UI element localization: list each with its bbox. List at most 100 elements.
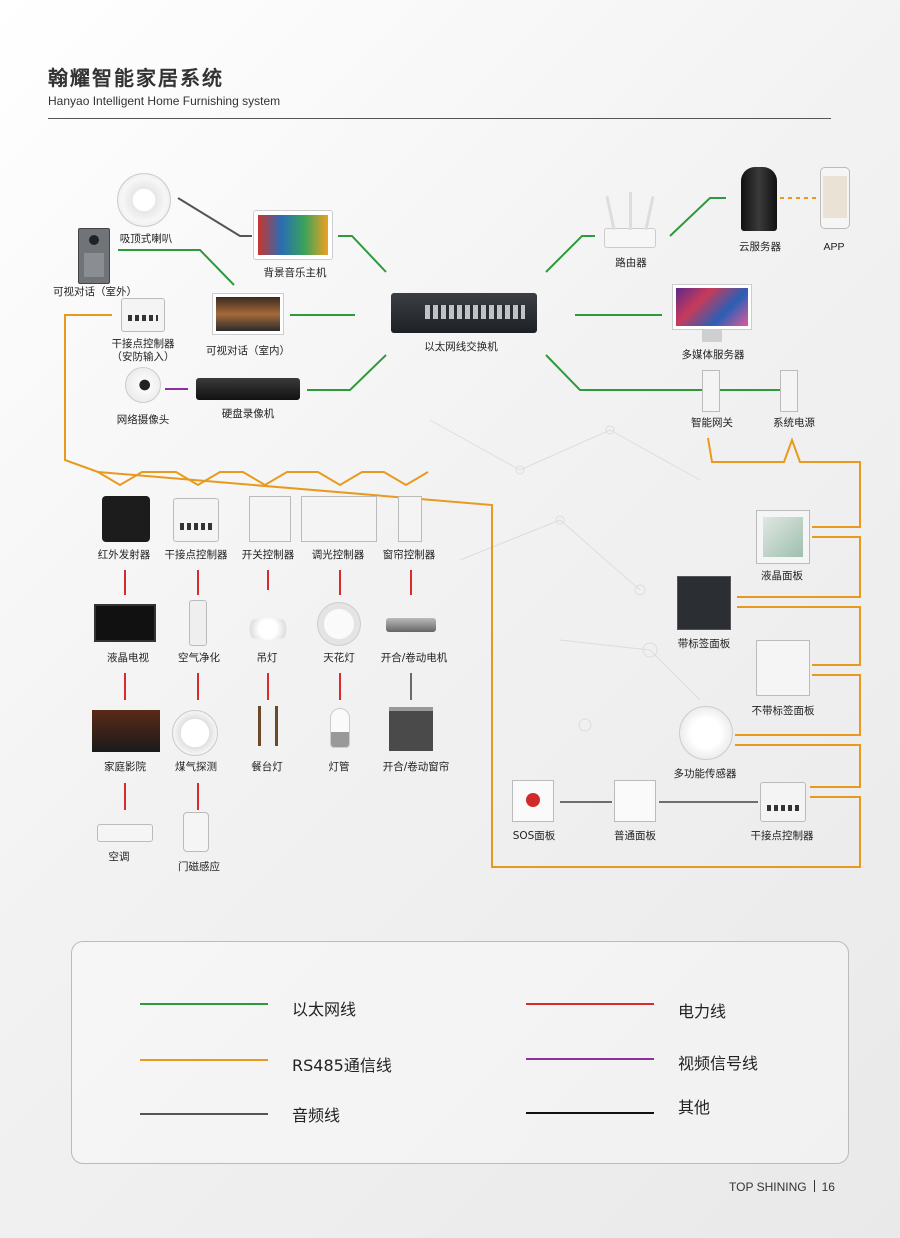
label-dimmer-controller: 调光控制器 bbox=[311, 549, 365, 561]
label-multi-sensor: 多功能传感器 bbox=[673, 768, 737, 780]
legend-label-ethernet: 以太网线 bbox=[292, 1000, 357, 1019]
label-ceiling-lamp: 天花灯 bbox=[323, 652, 355, 664]
label-ip-camera: 网络摄像头 bbox=[116, 414, 170, 426]
label-dining-lamp: 餐台灯 bbox=[251, 761, 283, 773]
app-phone-icon bbox=[820, 167, 850, 229]
label-dry-contact-2: 干接点控制器 bbox=[750, 830, 814, 842]
footer-brand: TOP SHINING bbox=[729, 1180, 807, 1194]
dry-contact-icon bbox=[173, 498, 219, 542]
air-conditioner-icon bbox=[97, 824, 153, 842]
ir-emitter-icon bbox=[102, 496, 150, 542]
power-supply-icon bbox=[780, 370, 798, 412]
lcd-panel-icon bbox=[756, 510, 810, 564]
legend-swatch-ethernet bbox=[140, 1003, 268, 1005]
legend-swatch-rs485 bbox=[140, 1059, 268, 1061]
label-router: 路由器 bbox=[615, 257, 647, 269]
legend-label-power: 电力线 bbox=[678, 1002, 727, 1021]
outdoor-intercom-icon bbox=[78, 228, 110, 284]
router-antenna-icon bbox=[629, 192, 632, 230]
background-network bbox=[429, 419, 701, 732]
ip-camera-icon bbox=[125, 367, 161, 403]
cloud-server-icon bbox=[741, 167, 777, 231]
legend-label-video: 视频信号线 bbox=[678, 1054, 759, 1073]
rs485-line bbox=[737, 536, 861, 598]
label-indoor-intercom: 可视对话（室内） bbox=[206, 345, 290, 357]
ethernet-line bbox=[669, 197, 726, 237]
gateway-icon bbox=[702, 370, 720, 412]
rs485-line bbox=[737, 606, 861, 666]
switch-controller-icon bbox=[249, 496, 291, 542]
page-footer: TOP SHINING 16 bbox=[729, 1180, 835, 1194]
label-door-sensor: 门磁感应 bbox=[178, 861, 220, 873]
label-switch: 以太网线交换机 bbox=[424, 341, 498, 353]
pendant-lamp-icon bbox=[240, 618, 296, 640]
ceiling-lamp-icon bbox=[318, 603, 360, 645]
title-divider bbox=[48, 118, 831, 119]
rs485-line bbox=[97, 471, 429, 487]
label-air-purifier: 空气净化 bbox=[178, 652, 220, 664]
labeled-panel-icon bbox=[677, 576, 731, 630]
label-power-supply: 系统电源 bbox=[773, 417, 815, 429]
multi-sensor-icon bbox=[679, 706, 733, 760]
page-title: 翰耀智能家居系统 bbox=[48, 66, 224, 90]
home-theater-icon bbox=[92, 710, 160, 752]
curtain-icon bbox=[389, 707, 433, 751]
rs485-line bbox=[707, 437, 861, 528]
label-music-host: 背景音乐主机 bbox=[263, 267, 327, 279]
label-cloud-server: 云服务器 bbox=[739, 241, 781, 253]
footer-divider bbox=[813, 1180, 815, 1192]
dining-lamp-icon bbox=[258, 706, 278, 746]
label-app: APP bbox=[823, 241, 845, 253]
label-switch-controller: 开关控制器 bbox=[241, 549, 295, 561]
legend-label-rs485: RS485通信线 bbox=[292, 1056, 392, 1075]
nvr-icon bbox=[196, 378, 300, 400]
ethernet-line bbox=[338, 235, 387, 273]
audio-line bbox=[177, 197, 252, 237]
page-subtitle: Hanyao Intelligent Home Furnishing syste… bbox=[48, 94, 281, 108]
light-tube-icon bbox=[330, 708, 350, 748]
normal-panel-icon bbox=[614, 780, 656, 822]
label-home-theater: 家庭影院 bbox=[104, 761, 146, 773]
label-lcd-tv: 液晶电视 bbox=[107, 652, 149, 664]
label-ceiling-speaker: 吸顶式喇叭 bbox=[119, 233, 173, 245]
door-sensor-icon bbox=[183, 812, 209, 852]
indoor-intercom-icon bbox=[212, 293, 284, 335]
label-dry-contact-security: 干接点控制器 （安防输入） bbox=[111, 338, 175, 363]
label-curtain: 开合/卷动窗帘 bbox=[382, 761, 450, 773]
unlabeled-panel-icon bbox=[756, 640, 810, 696]
gas-detector-icon bbox=[172, 710, 218, 756]
rs485-line bbox=[735, 674, 861, 736]
label-lcd-panel: 液晶面板 bbox=[761, 570, 803, 582]
legend-swatch-video bbox=[526, 1058, 654, 1060]
label-gas-detector: 煤气探测 bbox=[175, 761, 217, 773]
label-unlabeled-panel: 不带标签面板 bbox=[751, 705, 815, 717]
label-pendant-lamp: 吊灯 bbox=[256, 652, 278, 664]
rs485-line bbox=[64, 314, 861, 868]
legend-swatch-audio bbox=[140, 1113, 268, 1115]
dimmer-controller-icon bbox=[301, 496, 377, 542]
label-nvr: 硬盘录像机 bbox=[221, 408, 275, 420]
music-host-icon bbox=[253, 210, 333, 260]
curtain-motor-icon bbox=[386, 618, 436, 632]
label-labeled-panel: 带标签面板 bbox=[677, 638, 731, 650]
rs485-line bbox=[735, 744, 861, 788]
sos-panel-icon bbox=[512, 780, 554, 822]
label-normal-panel: 普通面板 bbox=[614, 830, 656, 842]
label-light-tube: 灯管 bbox=[328, 761, 350, 773]
ethernet-line bbox=[545, 235, 595, 273]
label-air-conditioner: 空调 bbox=[108, 851, 130, 863]
media-server-stand-icon bbox=[702, 330, 722, 342]
label-curtain-controller: 窗帘控制器 bbox=[382, 549, 436, 561]
page-number: 16 bbox=[821, 1180, 835, 1194]
label-sos-panel: SOS面板 bbox=[512, 830, 556, 842]
ethernet-line bbox=[118, 249, 235, 286]
ethernet-line bbox=[545, 354, 786, 391]
legend-box: 以太网线 RS485通信线 音频线 电力线 视频信号线 其他 bbox=[71, 941, 849, 1164]
label-media-server: 多媒体服务器 bbox=[681, 349, 745, 361]
label-outdoor-intercom: 可视对话（室外） bbox=[53, 286, 137, 298]
dry-contact-2-icon bbox=[760, 782, 806, 822]
ethernet-switch-icon bbox=[391, 293, 537, 333]
air-purifier-icon bbox=[189, 600, 207, 646]
label-gateway: 智能网关 bbox=[691, 417, 733, 429]
